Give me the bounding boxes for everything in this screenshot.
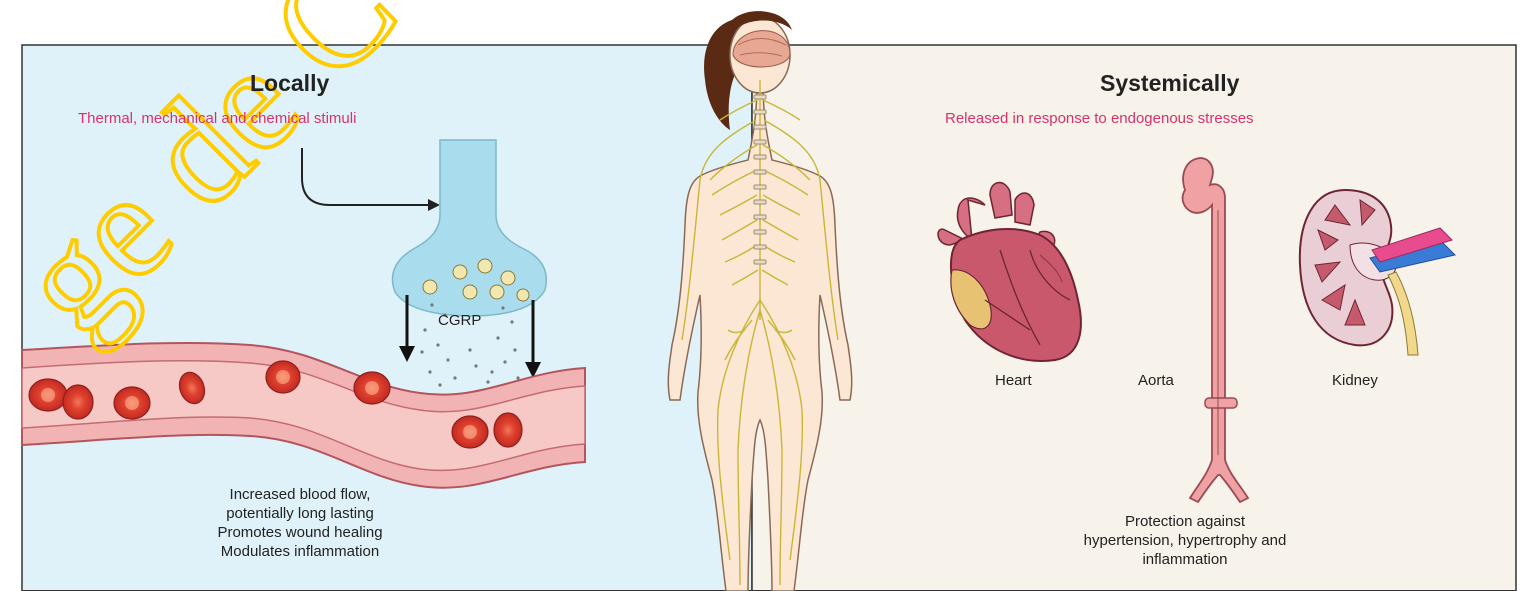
systemic-effect-line: hypertension, hypertrophy and bbox=[1005, 531, 1365, 550]
local-effect-line: potentially long lasting bbox=[150, 504, 450, 523]
organ-label-heart: Heart bbox=[995, 372, 1032, 389]
local-effect-line: Promotes wound healing bbox=[150, 523, 450, 542]
systemic-effect-line: Protection against bbox=[1005, 512, 1365, 531]
systemic-subtitle: Released in response to endogenous stres… bbox=[945, 110, 1254, 127]
organ-label-kidney: Kidney bbox=[1332, 372, 1378, 389]
local-effect-line: Modulates inflammation bbox=[150, 542, 450, 561]
local-title: Locally bbox=[250, 70, 329, 97]
systemic-title: Systemically bbox=[1100, 70, 1239, 97]
cgrp-label: CGRP bbox=[438, 312, 481, 329]
systemic-effects: Protection against hypertension, hypertr… bbox=[1005, 512, 1365, 569]
local-effect-line: Increased blood flow, bbox=[150, 485, 450, 504]
local-subtitle: Thermal, mechanical and chemical stimuli bbox=[78, 110, 356, 127]
organ-label-aorta: Aorta bbox=[1138, 372, 1174, 389]
local-effects: Increased blood flow, potentially long l… bbox=[150, 485, 450, 561]
systemic-effect-line: inflammation bbox=[1005, 550, 1365, 569]
